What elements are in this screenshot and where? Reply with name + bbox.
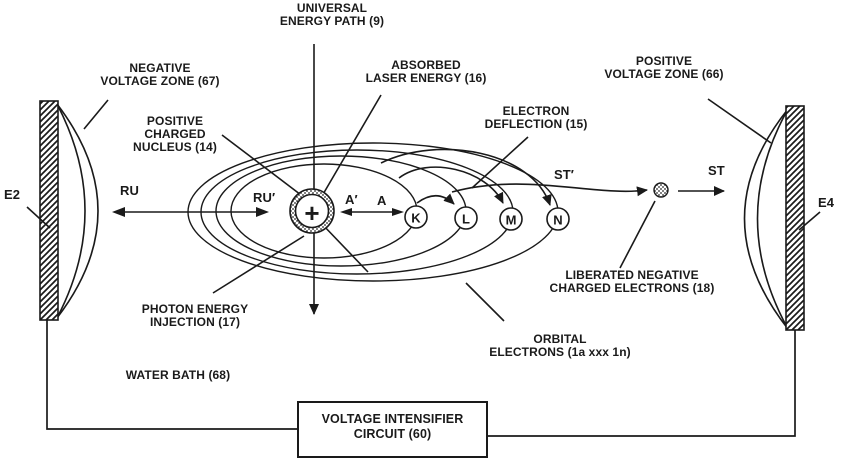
wire-right [487, 330, 796, 437]
label-electron-deflection: ELECTRON DEFLECTION (15) [484, 104, 588, 131]
label-photon-energy-injection: PHOTON ENERGY INJECTION (17) [141, 302, 249, 329]
label-orbital-electrons: ORBITAL ELECTRONS (1a xxx 1n) [489, 332, 631, 359]
shell-n-label: N [553, 213, 562, 228]
label-a: A [377, 193, 387, 208]
a-arrow [340, 208, 404, 216]
label-absorbed-laser-energy: ABSORBED LASER ENERGY (16) [365, 58, 487, 85]
deflection-arc-to-m [398, 166, 504, 204]
leader-positive-voltage-zone [707, 98, 772, 144]
ejection-arc-to-free-electron [451, 183, 648, 197]
leader-positive-charged-nucleus [221, 134, 306, 199]
nucleus-plus-symbol: + [304, 198, 319, 228]
label-positive-voltage-zone: POSITIVE VOLTAGE ZONE (66) [604, 54, 724, 81]
label-liberated-electrons: LIBERATED NEGATIVE CHARGED ELECTRONS (18… [549, 268, 715, 295]
label-electrode-e2: E2 [4, 187, 21, 202]
leader-negative-voltage-zone [83, 99, 109, 130]
shell-m-label: M [506, 213, 517, 228]
liberated-electron-dot [653, 182, 669, 198]
left-electrode-lens-inner [56, 103, 86, 319]
label-electrode-e4: E4 [818, 195, 835, 210]
label-positive-charged-nucleus: POSITIVE CHARGED NUCLEUS (14) [133, 114, 217, 154]
deflection-arc-to-n [380, 148, 552, 206]
leader-e2 [26, 206, 51, 229]
orbit-ellipse-l [215, 155, 467, 267]
label-water-bath: WATER BATH (68) [125, 368, 231, 382]
nucleus: + [289, 188, 335, 234]
deflection-arc-k-l [416, 193, 455, 205]
label-negative-voltage-zone: NEGATIVE VOLTAGE ZONE (67) [100, 61, 220, 88]
shell-n-circle [546, 207, 570, 231]
shell-l-label: L [462, 212, 470, 227]
right-electrode-plate [785, 105, 805, 331]
wire-left [46, 320, 298, 430]
label-universal-energy-path: UNIVERSAL ENERGY PATH (9) [279, 1, 385, 28]
label-ru-prime: RU′ [253, 190, 276, 205]
leader-photon-energy-injection [212, 235, 305, 294]
shell-l-circle [454, 206, 478, 230]
left-electrode-plate [39, 100, 59, 321]
ru-arrow [112, 207, 269, 217]
label-a-prime: A′ [345, 192, 358, 207]
label-st: ST [708, 163, 725, 178]
leader-absorbed-laser-energy [321, 94, 382, 197]
nucleus-core [294, 193, 330, 229]
shell-m-circle [499, 207, 523, 231]
leader-liberated-electrons [619, 200, 656, 269]
leader-e4 [798, 211, 821, 231]
voltage-intensifier-box [297, 401, 488, 458]
right-electrode [743, 105, 805, 331]
label-voltage-intensifier-circuit: VOLTAGE INTENSIFIER CIRCUIT (60) [321, 412, 464, 441]
shell-k-circle [404, 205, 428, 229]
right-electrode-lens-inner [756, 108, 789, 330]
leader-nucleus-extension [321, 223, 369, 273]
right-electrode-lens-outer [743, 108, 789, 330]
leader-orbital-electrons [465, 282, 505, 322]
label-ru: RU [120, 183, 139, 198]
left-electrode-lens-outer [56, 103, 99, 319]
left-electrode [39, 100, 99, 321]
electron-shells: K L M N [404, 205, 570, 231]
shell-k-label: K [411, 211, 421, 226]
label-st-prime: ST′ [554, 167, 575, 182]
